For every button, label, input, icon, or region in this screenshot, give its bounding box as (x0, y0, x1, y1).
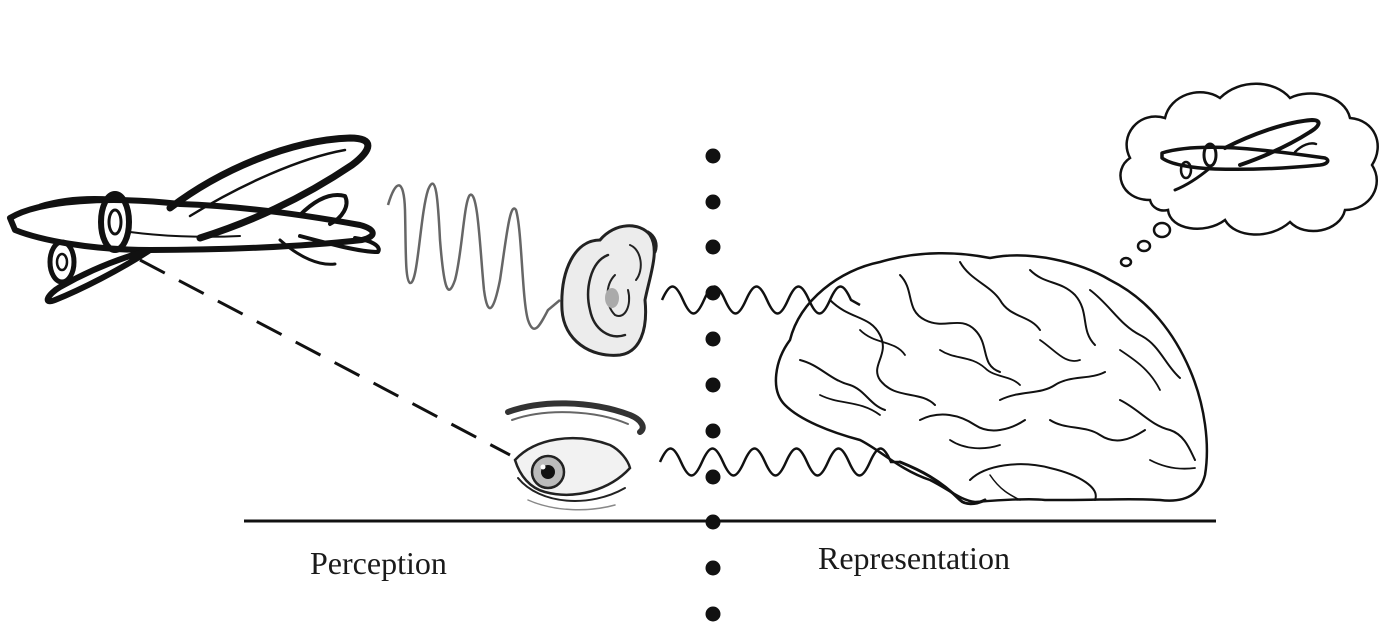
thought-cloud-icon (1119, 82, 1379, 268)
small-airplane-icon (1160, 118, 1330, 192)
sound-wave-to-ear (386, 182, 561, 330)
signal-wave-eye-to-brain (658, 447, 900, 477)
dotted-divider (705, 148, 721, 622)
eye-icon (505, 400, 646, 511)
sight-line (139, 258, 511, 457)
ear-icon (560, 224, 658, 357)
airplane-icon (7, 134, 381, 305)
perception-label: Perception (310, 545, 447, 581)
representation-label: Representation (818, 540, 1010, 576)
brain-icon (774, 251, 1209, 506)
signal-wave-ear-to-brain (660, 285, 861, 315)
